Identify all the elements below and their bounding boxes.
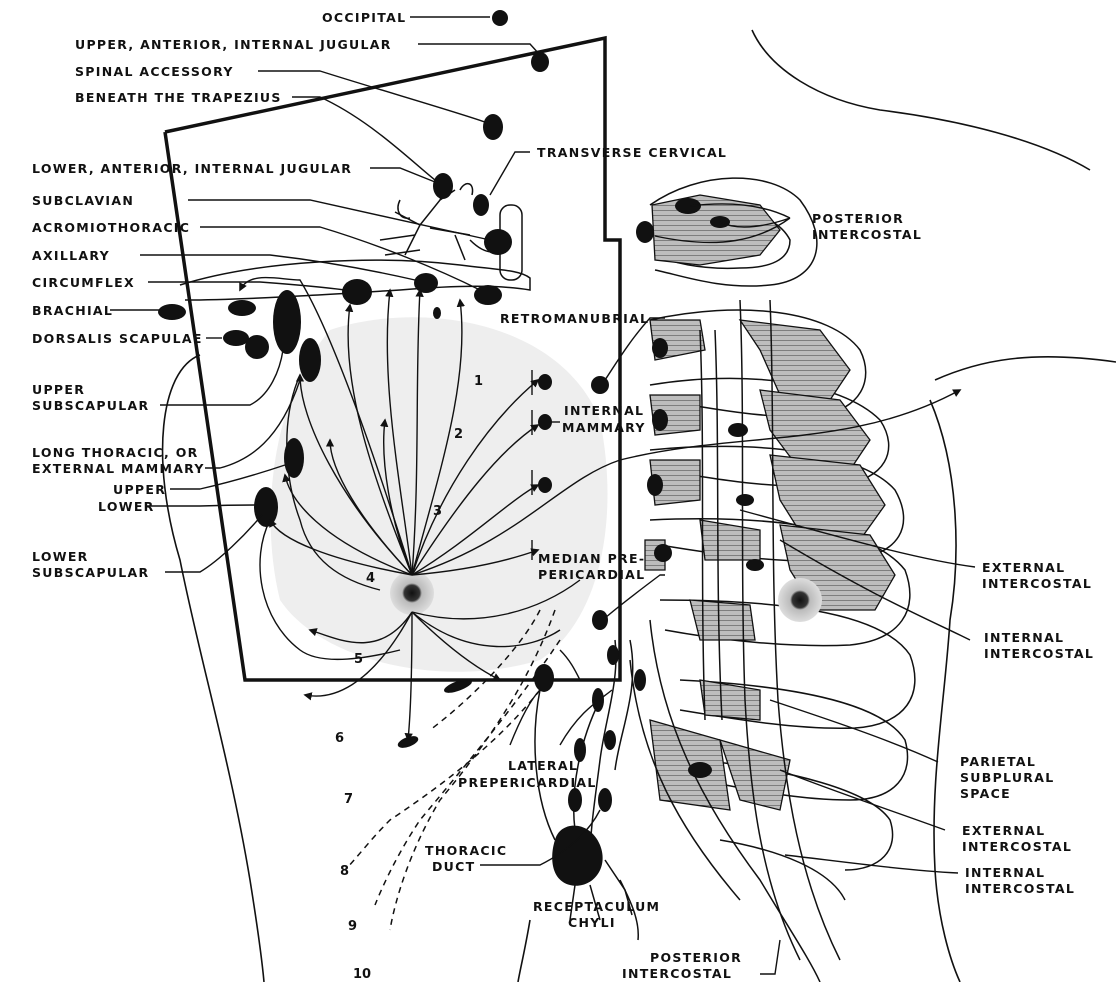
label-upper-anterior-internal-jugular: UPPER, ANTERIOR, INTERNAL JUGULAR: [75, 37, 392, 52]
label-upper-subscapular-2: SUBSCAPULAR: [32, 398, 149, 413]
nipple-areola: [390, 571, 434, 615]
label-parietal-2: SUBPLURAL: [960, 770, 1054, 785]
label-internal-intercostal-1-a: INTERNAL: [984, 630, 1064, 645]
label-lower: LOWER: [98, 499, 155, 514]
label-lower-subscapular-1: LOWER: [32, 549, 89, 564]
label-external-intercostal-2-a: EXTERNAL: [962, 823, 1045, 838]
label-receptaculum-1: RECEPTACULUM: [533, 899, 660, 914]
number-3: 3: [433, 504, 442, 519]
label-thoracic-duct-2: DUCT: [432, 859, 475, 874]
label-brachial: BRACHIAL: [32, 303, 113, 318]
number-8: 8: [340, 864, 349, 879]
label-spinal-accessory: SPINAL ACCESSORY: [75, 64, 234, 79]
label-posterior-intercostal-top-2: INTERCOSTAL: [812, 227, 922, 242]
number-4: 4: [366, 571, 375, 586]
label-lateral-prepericardial-1: LATERAL: [508, 758, 578, 773]
label-dorsalis-scapulae: DORSALIS SCAPULAE: [32, 331, 203, 346]
label-posterior-intercostal-bottom-2: INTERCOSTAL: [622, 966, 732, 981]
label-acromiothoracic: ACROMIOTHORACIC: [32, 220, 190, 235]
label-internal-intercostal-2-b: INTERCOSTAL: [965, 881, 1075, 896]
label-posterior-intercostal-top-1: POSTERIOR: [812, 211, 904, 226]
number-10: 10: [353, 967, 371, 982]
number-6: 6: [335, 731, 344, 746]
number-2: 2: [454, 427, 463, 442]
number-5: 5: [354, 652, 363, 667]
label-parietal-3: SPACE: [960, 786, 1011, 801]
number-9: 9: [348, 919, 357, 934]
label-long-thoracic-1: LONG THORACIC, OR: [32, 445, 199, 460]
label-lower-subscapular-2: SUBSCAPULAR: [32, 565, 149, 580]
label-internal-mammary-2: MAMMARY: [562, 420, 646, 435]
label-internal-intercostal-1-b: INTERCOSTAL: [984, 646, 1094, 661]
label-external-intercostal-1-a: EXTERNAL: [982, 560, 1065, 575]
label-long-thoracic-2: EXTERNAL MAMMARY: [32, 461, 205, 476]
label-thoracic-duct-1: THORACIC: [425, 843, 507, 858]
label-circumflex: CIRCUMFLEX: [32, 275, 135, 290]
label-median-prepericardial-2: PERICARDIAL: [538, 567, 645, 582]
label-axillary: AXILLARY: [32, 248, 110, 263]
label-posterior-intercostal-bottom-1: POSTERIOR: [650, 950, 742, 965]
label-upper-subscapular-1: UPPER: [32, 382, 85, 397]
label-external-intercostal-2-b: INTERCOSTAL: [962, 839, 1072, 854]
label-median-prepericardial-1: MEDIAN PRE-: [538, 551, 645, 566]
label-parietal-1: PARIETAL: [960, 754, 1036, 769]
label-beneath-trapezius: BENEATH THE TRAPEZIUS: [75, 90, 282, 105]
label-internal-mammary-1: INTERNAL: [564, 403, 644, 418]
label-receptaculum-2: CHYLI: [568, 915, 616, 930]
label-external-intercostal-1-b: INTERCOSTAL: [982, 576, 1092, 591]
label-lower-anterior-internal-jugular: LOWER, ANTERIOR, INTERNAL JUGULAR: [32, 161, 352, 176]
label-internal-intercostal-2-a: INTERNAL: [965, 865, 1045, 880]
label-transverse-cervical: TRANSVERSE CERVICAL: [537, 145, 727, 160]
label-occipital: OCCIPITAL: [322, 10, 406, 25]
label-upper: UPPER: [113, 482, 166, 497]
label-retromanubrial: RETROMANUBRIAL: [500, 311, 649, 326]
breast-shading: [271, 317, 608, 672]
number-1: 1: [474, 374, 483, 389]
rib-cage: [630, 178, 915, 982]
thoracic-duct: [534, 640, 646, 940]
number-7: 7: [344, 792, 353, 807]
label-lateral-prepericardial-2: PREPERICARDIAL: [458, 775, 597, 790]
label-subclavian: SUBCLAVIAN: [32, 193, 134, 208]
